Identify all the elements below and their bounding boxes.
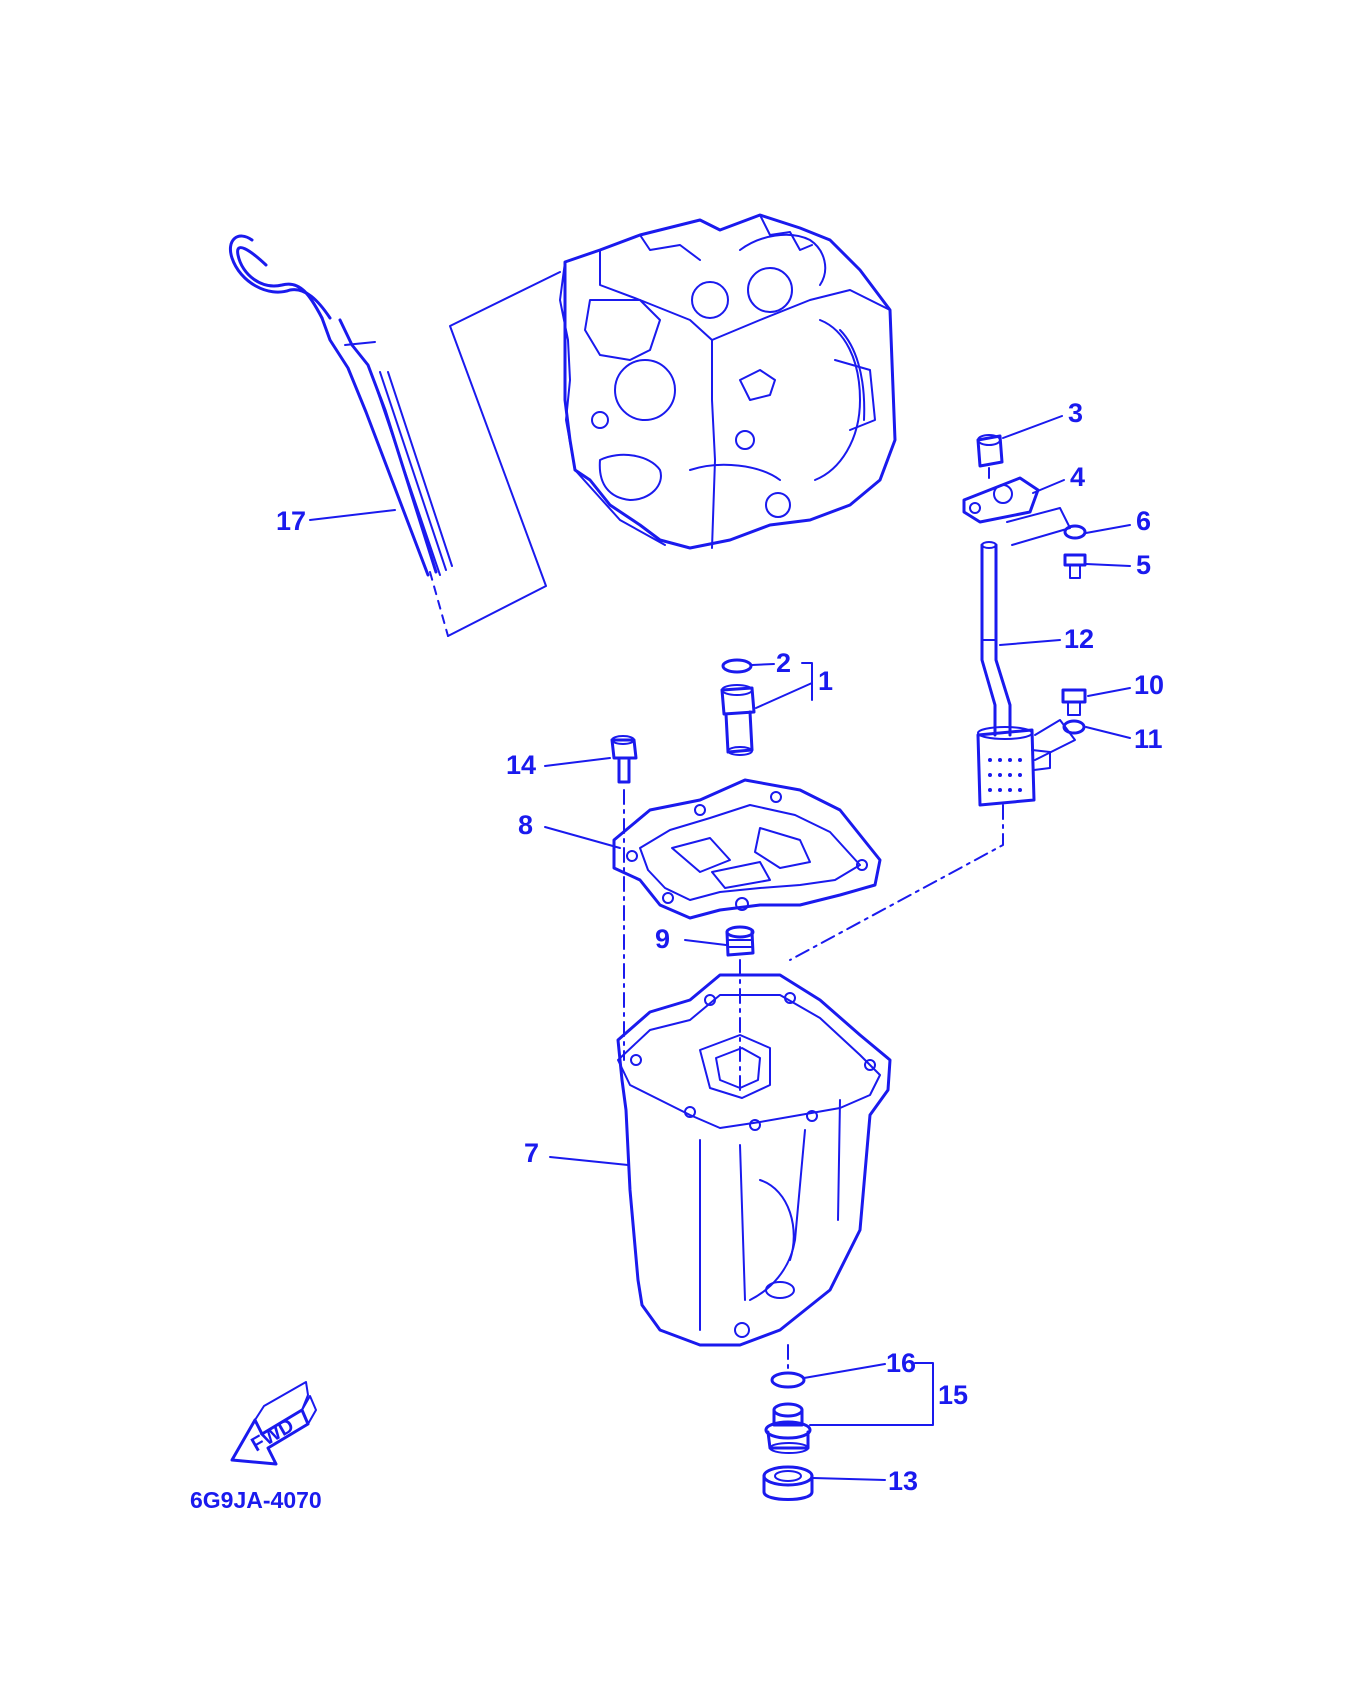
engine-block: [559, 213, 897, 550]
callout-12: 12: [1064, 624, 1094, 654]
leader-lines: [309, 415, 1131, 1481]
oil-strainer-assembly: [789, 434, 1087, 961]
gasket: [612, 778, 882, 920]
callout-11: 11: [1134, 724, 1163, 754]
callout-8: 8: [518, 810, 533, 840]
callout-9: 9: [655, 924, 670, 954]
dipstick: [229, 234, 453, 577]
forward-direction-arrow: FWD: [230, 1381, 317, 1466]
valve-9: [725, 925, 755, 1096]
callout-3: 3: [1068, 398, 1083, 428]
callout-6: 6: [1136, 506, 1151, 536]
callout-13: 13: [888, 1466, 918, 1496]
callout-7: 7: [524, 1138, 539, 1168]
drain-plug-parts: [762, 1371, 814, 1501]
callout-5: 5: [1136, 550, 1151, 580]
relief-valve: [720, 658, 756, 756]
leader-dipstick-axis: [429, 571, 449, 637]
callout-16: 16: [886, 1348, 916, 1378]
callout-2: 2: [776, 648, 791, 678]
bolt-14: [610, 735, 638, 1061]
oil-pan: [616, 973, 892, 1371]
callout-17: 17: [276, 506, 306, 536]
callout-10: 10: [1134, 670, 1164, 700]
callout-15: 15: [938, 1380, 968, 1410]
callout-4: 4: [1070, 462, 1085, 492]
callout-1: 1: [818, 666, 833, 696]
part-code-label: 6G9JA-4070: [190, 1487, 322, 1513]
callout-14: 14: [506, 750, 536, 780]
callout-labels: 1 2 3 4 5 6 7 8 9 10 11 12 13 14 15 16 1…: [276, 398, 1164, 1496]
leader-block-dipstick: [447, 271, 561, 637]
